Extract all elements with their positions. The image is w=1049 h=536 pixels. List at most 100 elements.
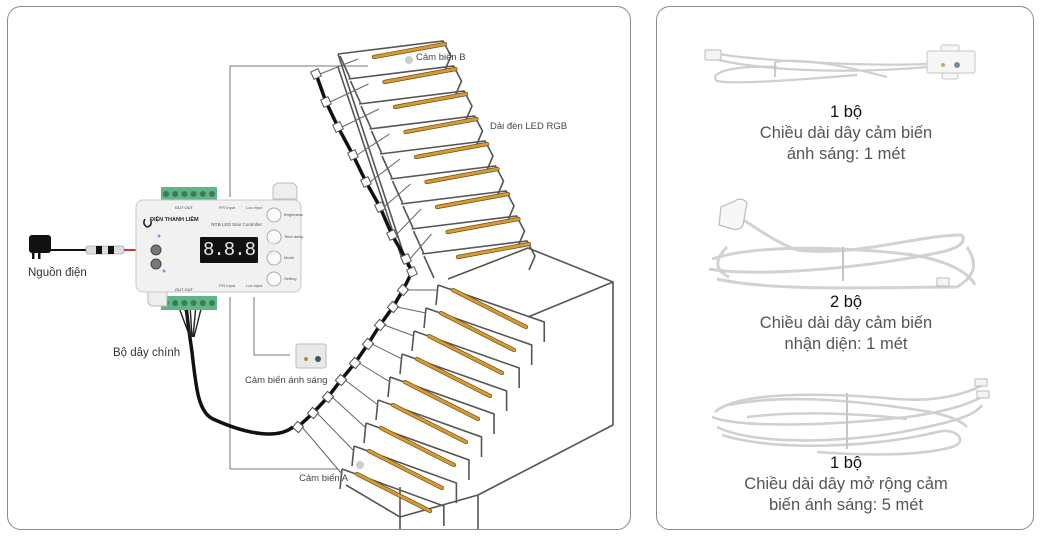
label-power-supply: Nguồn điện — [28, 267, 87, 279]
terminal-screw — [181, 300, 188, 306]
button-label-mode: Mode — [284, 255, 295, 260]
lower-step-riser — [339, 468, 343, 490]
lower-step — [413, 330, 520, 388]
label-main-wire: Bộ dây chính — [113, 347, 181, 359]
accessory-2-description-line1: Chiều dài dây cảm biến — [759, 314, 933, 332]
setting-button[interactable] — [266, 271, 282, 287]
brightness-button[interactable] — [266, 207, 282, 223]
time-delay-button[interactable] — [266, 229, 282, 245]
led-strip — [415, 357, 492, 398]
lower-step-riser — [411, 330, 415, 352]
upper-step — [358, 90, 473, 121]
light-sensor-cable-icon — [704, 44, 976, 84]
sensor-connection-lines — [229, 65, 368, 470]
branch-line — [383, 183, 411, 208]
controller-brand: ĐIỆN THANH LIÊM — [150, 217, 199, 223]
extension-cable-icon — [711, 378, 990, 456]
terminal-screw — [199, 191, 206, 197]
wire-connector — [386, 300, 400, 314]
port-label-pr-bottom: P.R Input — [219, 283, 236, 288]
lower-step-riser — [387, 376, 391, 398]
upper-step — [390, 165, 505, 196]
mode-button[interactable] — [266, 250, 282, 266]
lower-step — [341, 468, 445, 526]
line-to-sensor-b — [229, 65, 368, 197]
upper-step — [379, 140, 494, 171]
branch-line — [319, 58, 359, 75]
branch-line — [316, 412, 355, 452]
wire-connector — [361, 337, 375, 351]
knob-2[interactable] — [150, 258, 162, 270]
led-strip — [355, 472, 432, 513]
label-sensor-b: Cảm biến B — [416, 52, 466, 63]
led-strip — [403, 380, 480, 421]
lower-step — [389, 376, 495, 434]
main-wire — [184, 304, 295, 436]
upper-stringer — [337, 53, 409, 268]
lower-step-riser — [363, 422, 367, 444]
label-light-sensor: Cảm biến ánh sáng — [245, 375, 328, 386]
accessory-3-quantity: 1 bộ — [829, 454, 863, 472]
wiring-diagram-panel: ĐIỆN THANH LIÊM RGB LED Stair Controller… — [7, 6, 631, 530]
terminal-screw — [209, 191, 215, 197]
wire-connector — [320, 96, 332, 108]
terminal-block-top — [161, 187, 217, 201]
port-label-lux-bottom: Lux Input — [246, 283, 263, 288]
branch-line — [331, 396, 367, 429]
accessory-1-description-line2: ánh sáng: 1 mét — [786, 145, 906, 163]
led-strip — [446, 217, 520, 234]
accessory-1-quantity: 1 bộ — [829, 103, 863, 121]
upper-step — [369, 115, 484, 146]
led-strip — [379, 426, 456, 467]
lower-step — [353, 445, 458, 503]
upper-step-riser — [391, 180, 404, 204]
upper-step-riser — [402, 205, 414, 229]
lower-step-riser — [435, 284, 439, 306]
terminal-label-top: OUT OUT — [175, 205, 193, 210]
branch-line — [329, 83, 369, 103]
accessory-item-1: 1 bộ Chiều dài dây cảm biến ánh sáng: 1 … — [657, 102, 1035, 165]
branch-line — [396, 306, 427, 314]
terminal-screw — [172, 191, 179, 197]
led-strip — [425, 167, 499, 184]
lower-step — [425, 307, 533, 365]
terminal-screw — [209, 300, 215, 306]
accessory-1-description-line1: Chiều dài dây cảm biến — [759, 124, 933, 142]
upper-step — [400, 190, 515, 221]
upper-step-riser — [423, 255, 435, 279]
terminal-block-bottom — [161, 296, 217, 310]
terminal-screw — [199, 300, 206, 306]
terminal-screw — [190, 300, 197, 306]
accessory-2-description-line2: nhận diện: 1 mét — [784, 335, 908, 353]
branch-line — [409, 233, 432, 260]
line-to-light-sensor — [253, 297, 290, 356]
button-label-time-delay: Time delay — [284, 234, 304, 239]
wire-connector — [310, 68, 322, 80]
wire-connector — [396, 283, 410, 297]
terminal-screw — [190, 191, 197, 197]
led-strip — [414, 142, 489, 159]
branch-line — [356, 133, 390, 156]
knob-1[interactable] — [150, 244, 162, 256]
wire-connector — [321, 390, 335, 404]
accessories-panel: 1 bộ Chiều dài dây cảm biến ánh sáng: 1 … — [656, 6, 1034, 530]
led-strip — [435, 192, 510, 209]
stair-controller — [135, 182, 302, 310]
main-wire-strands — [177, 304, 203, 338]
terminal-screw — [172, 300, 179, 306]
upper-step — [337, 40, 452, 71]
branch-line — [301, 426, 343, 475]
branch-line — [395, 208, 422, 236]
light-sensor-module — [295, 343, 327, 369]
upper-staircase — [337, 40, 536, 279]
lower-step — [377, 399, 483, 457]
branch-line — [369, 158, 401, 183]
upper-stringer-inner — [337, 66, 404, 263]
lower-step — [401, 353, 508, 411]
wire-connector — [406, 266, 418, 278]
lower-staircase — [339, 284, 546, 526]
branch-line — [344, 379, 379, 406]
wire-connector — [332, 121, 344, 133]
wiring-diagram-svg — [29, 40, 614, 529]
button-label-setting: Setting — [284, 276, 297, 281]
